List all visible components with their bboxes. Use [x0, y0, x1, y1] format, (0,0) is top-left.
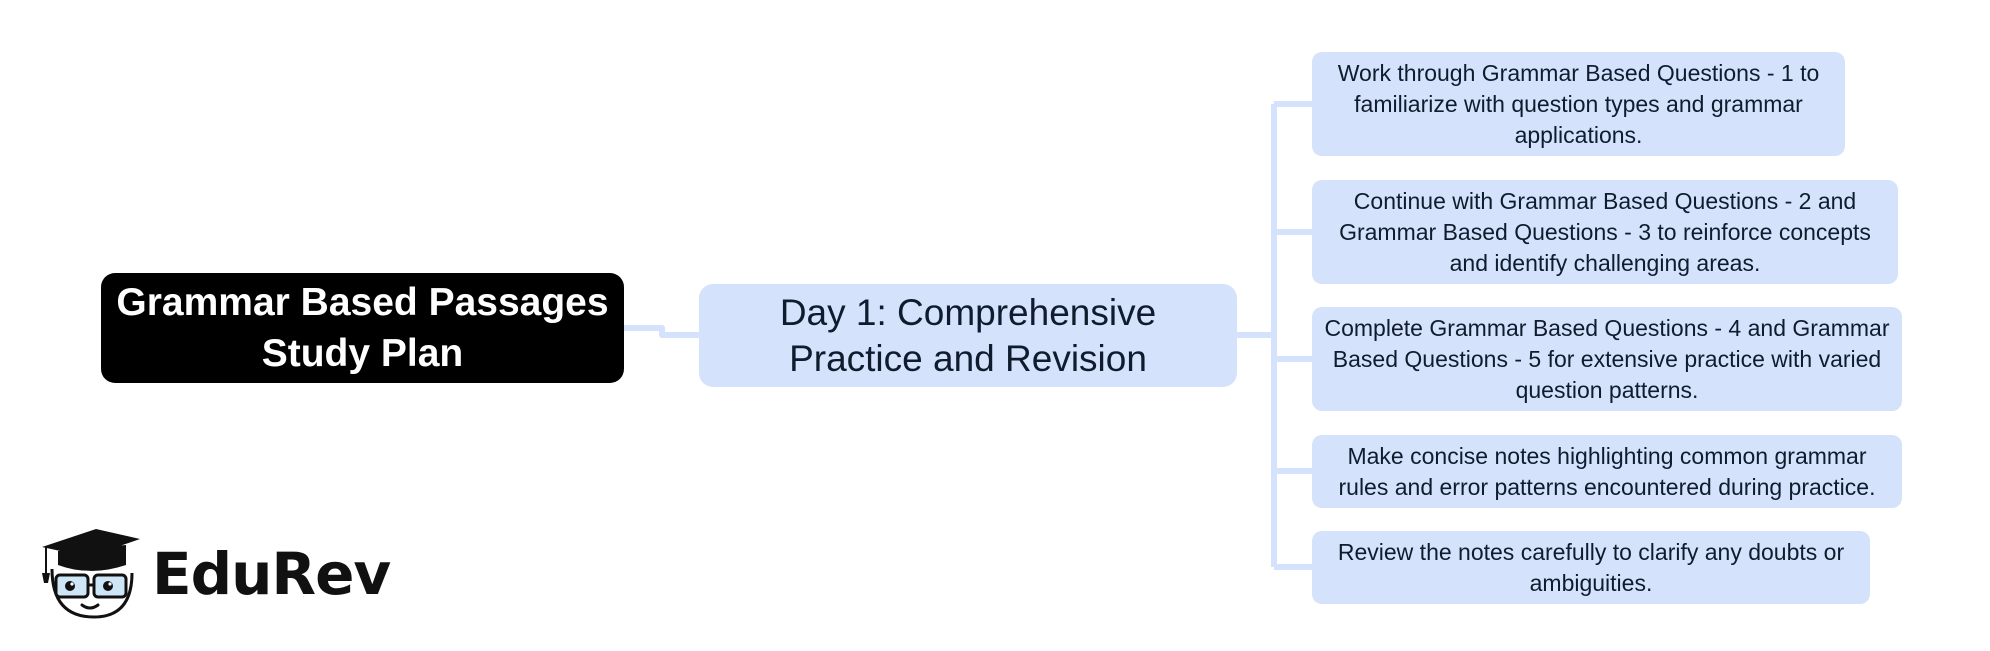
task-node-2: Continue with Grammar Based Questions - …: [1312, 180, 1898, 284]
task-node-1: Work through Grammar Based Questions - 1…: [1312, 52, 1845, 156]
task-node-label: Complete Grammar Based Questions - 4 and…: [1324, 314, 1890, 403]
task-node-label: Continue with Grammar Based Questions - …: [1339, 187, 1871, 276]
root-node-label: Grammar Based Passages Study Plan: [116, 281, 609, 375]
connector-root-to-day: [624, 325, 699, 338]
logo-wordmark: EduRev: [152, 540, 391, 608]
task-node-label: Make concise notes highlighting common g…: [1338, 442, 1876, 500]
task-node-3: Complete Grammar Based Questions - 4 and…: [1312, 307, 1902, 411]
task-node-5: Review the notes carefully to clarify an…: [1312, 531, 1870, 604]
day-node: Day 1: Comprehensive Practice and Revisi…: [699, 284, 1237, 387]
edurev-logo: EduRev: [38, 525, 398, 625]
graduation-cap-mascot-icon: [42, 529, 140, 619]
task-node-4: Make concise notes highlighting common g…: [1312, 435, 1902, 508]
task-node-label: Review the notes carefully to clarify an…: [1337, 538, 1845, 596]
root-node: Grammar Based Passages Study Plan: [101, 273, 624, 383]
day-node-label: Day 1: Comprehensive Practice and Revisi…: [779, 291, 1157, 379]
task-node-label: Work through Grammar Based Questions - 1…: [1337, 59, 1820, 148]
